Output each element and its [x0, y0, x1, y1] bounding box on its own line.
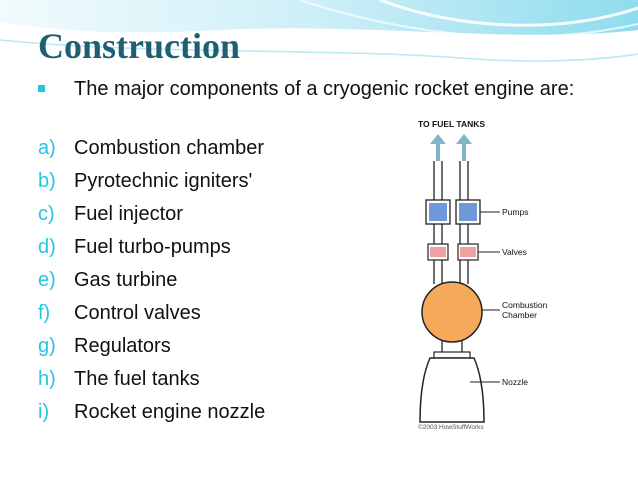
left-valve-fill: [430, 247, 446, 257]
list-item: c) Fuel injector: [38, 202, 265, 235]
up-arrow-icon: [430, 134, 446, 161]
list-item-text: Regulators: [74, 335, 171, 357]
list-item: f) Control valves: [38, 301, 265, 334]
nozzle-collar: [433, 351, 471, 359]
list-item: e) Gas turbine: [38, 268, 265, 301]
label-nozzle: Nozzle: [502, 377, 528, 387]
list-marker: e): [38, 269, 56, 291]
up-arrow-icon: [456, 134, 472, 161]
list-item: a) Combustion chamber: [38, 136, 265, 169]
list-item-text: Pyrotechnic igniters': [74, 170, 253, 192]
list-marker: a): [38, 137, 56, 159]
list-item-text: Fuel injector: [74, 203, 183, 225]
list-marker: f): [38, 302, 51, 324]
label-chamber: Chamber: [502, 310, 537, 320]
list-marker: h): [38, 368, 56, 390]
list-item: g) Regulators: [38, 334, 265, 367]
list-marker: i): [38, 401, 50, 423]
square-bullet-icon: [38, 85, 45, 92]
engine-nozzle: [419, 357, 485, 423]
left-fuel-pipe: [433, 161, 443, 284]
intro-text: The major components of a cryogenic rock…: [74, 78, 575, 100]
list-marker: d): [38, 236, 56, 258]
right-pump-fill: [459, 203, 477, 221]
page-title: Construction: [38, 26, 241, 66]
list-marker: b): [38, 170, 56, 192]
label-pumps: Pumps: [502, 207, 528, 217]
combustion-chamber: [421, 281, 483, 343]
list-item-text: Gas turbine: [74, 269, 178, 291]
list-item-text: Rocket engine nozzle: [74, 401, 266, 423]
list-item: b) Pyrotechnic igniters': [38, 169, 265, 202]
copyright-text: ©2003 HowStuffWorks: [418, 423, 484, 431]
nozzle-throat: [441, 341, 463, 352]
rocket-engine-diagram: TO FUEL TANKS Pumps Valves Co: [416, 116, 552, 432]
list-item: h) The fuel tanks: [38, 367, 265, 400]
diagram-heading: TO FUEL TANKS: [418, 119, 485, 129]
right-fuel-pipe: [459, 161, 469, 284]
header-wave-decoration: [0, 0, 638, 70]
left-pump-fill: [429, 203, 447, 221]
list-item-text: Fuel turbo-pumps: [74, 236, 231, 258]
label-combustion: Combustion: [502, 300, 548, 310]
list-marker: g): [38, 335, 56, 357]
component-list: a) Combustion chamber b) Pyrotechnic ignit…: [38, 136, 265, 433]
right-valve-fill: [460, 247, 476, 257]
list-item-text: The fuel tanks: [74, 368, 200, 390]
list-marker: c): [38, 203, 55, 225]
list-item-text: Control valves: [74, 302, 201, 324]
list-item-text: Combustion chamber: [74, 137, 265, 159]
list-item: d) Fuel turbo-pumps: [38, 235, 265, 268]
label-valves: Valves: [502, 247, 527, 257]
list-item: i) Rocket engine nozzle: [38, 400, 265, 433]
